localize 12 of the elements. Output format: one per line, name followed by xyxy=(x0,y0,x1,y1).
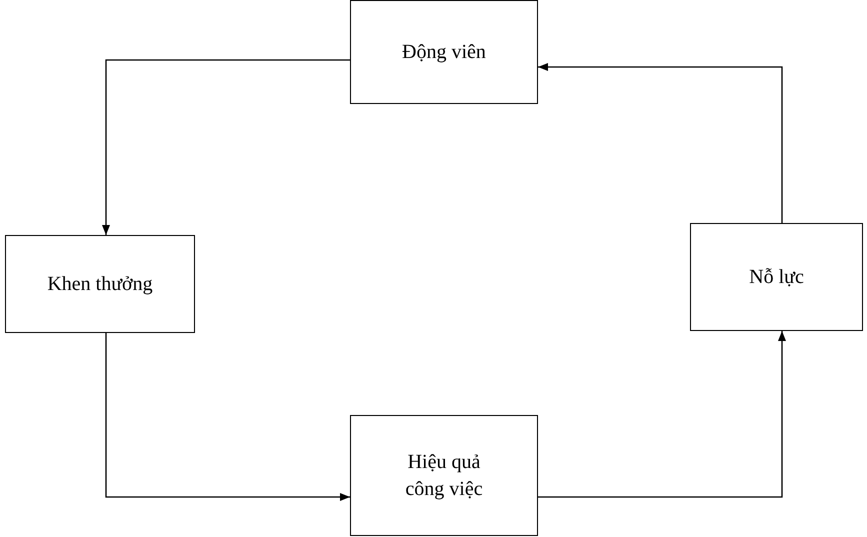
process-box xyxy=(690,223,863,331)
box-label: Hiệu quả công việc xyxy=(404,450,484,502)
process-box xyxy=(350,0,538,104)
arrow xyxy=(538,331,786,498)
arrow xyxy=(102,59,350,235)
arrow xyxy=(538,63,783,223)
box-label: Động viên xyxy=(402,40,486,64)
process-box xyxy=(5,235,195,333)
box-label: Khen thưởng xyxy=(47,272,153,296)
process-box xyxy=(350,415,538,536)
box-label: Nỗ lực xyxy=(749,264,804,290)
arrow xyxy=(105,333,350,501)
